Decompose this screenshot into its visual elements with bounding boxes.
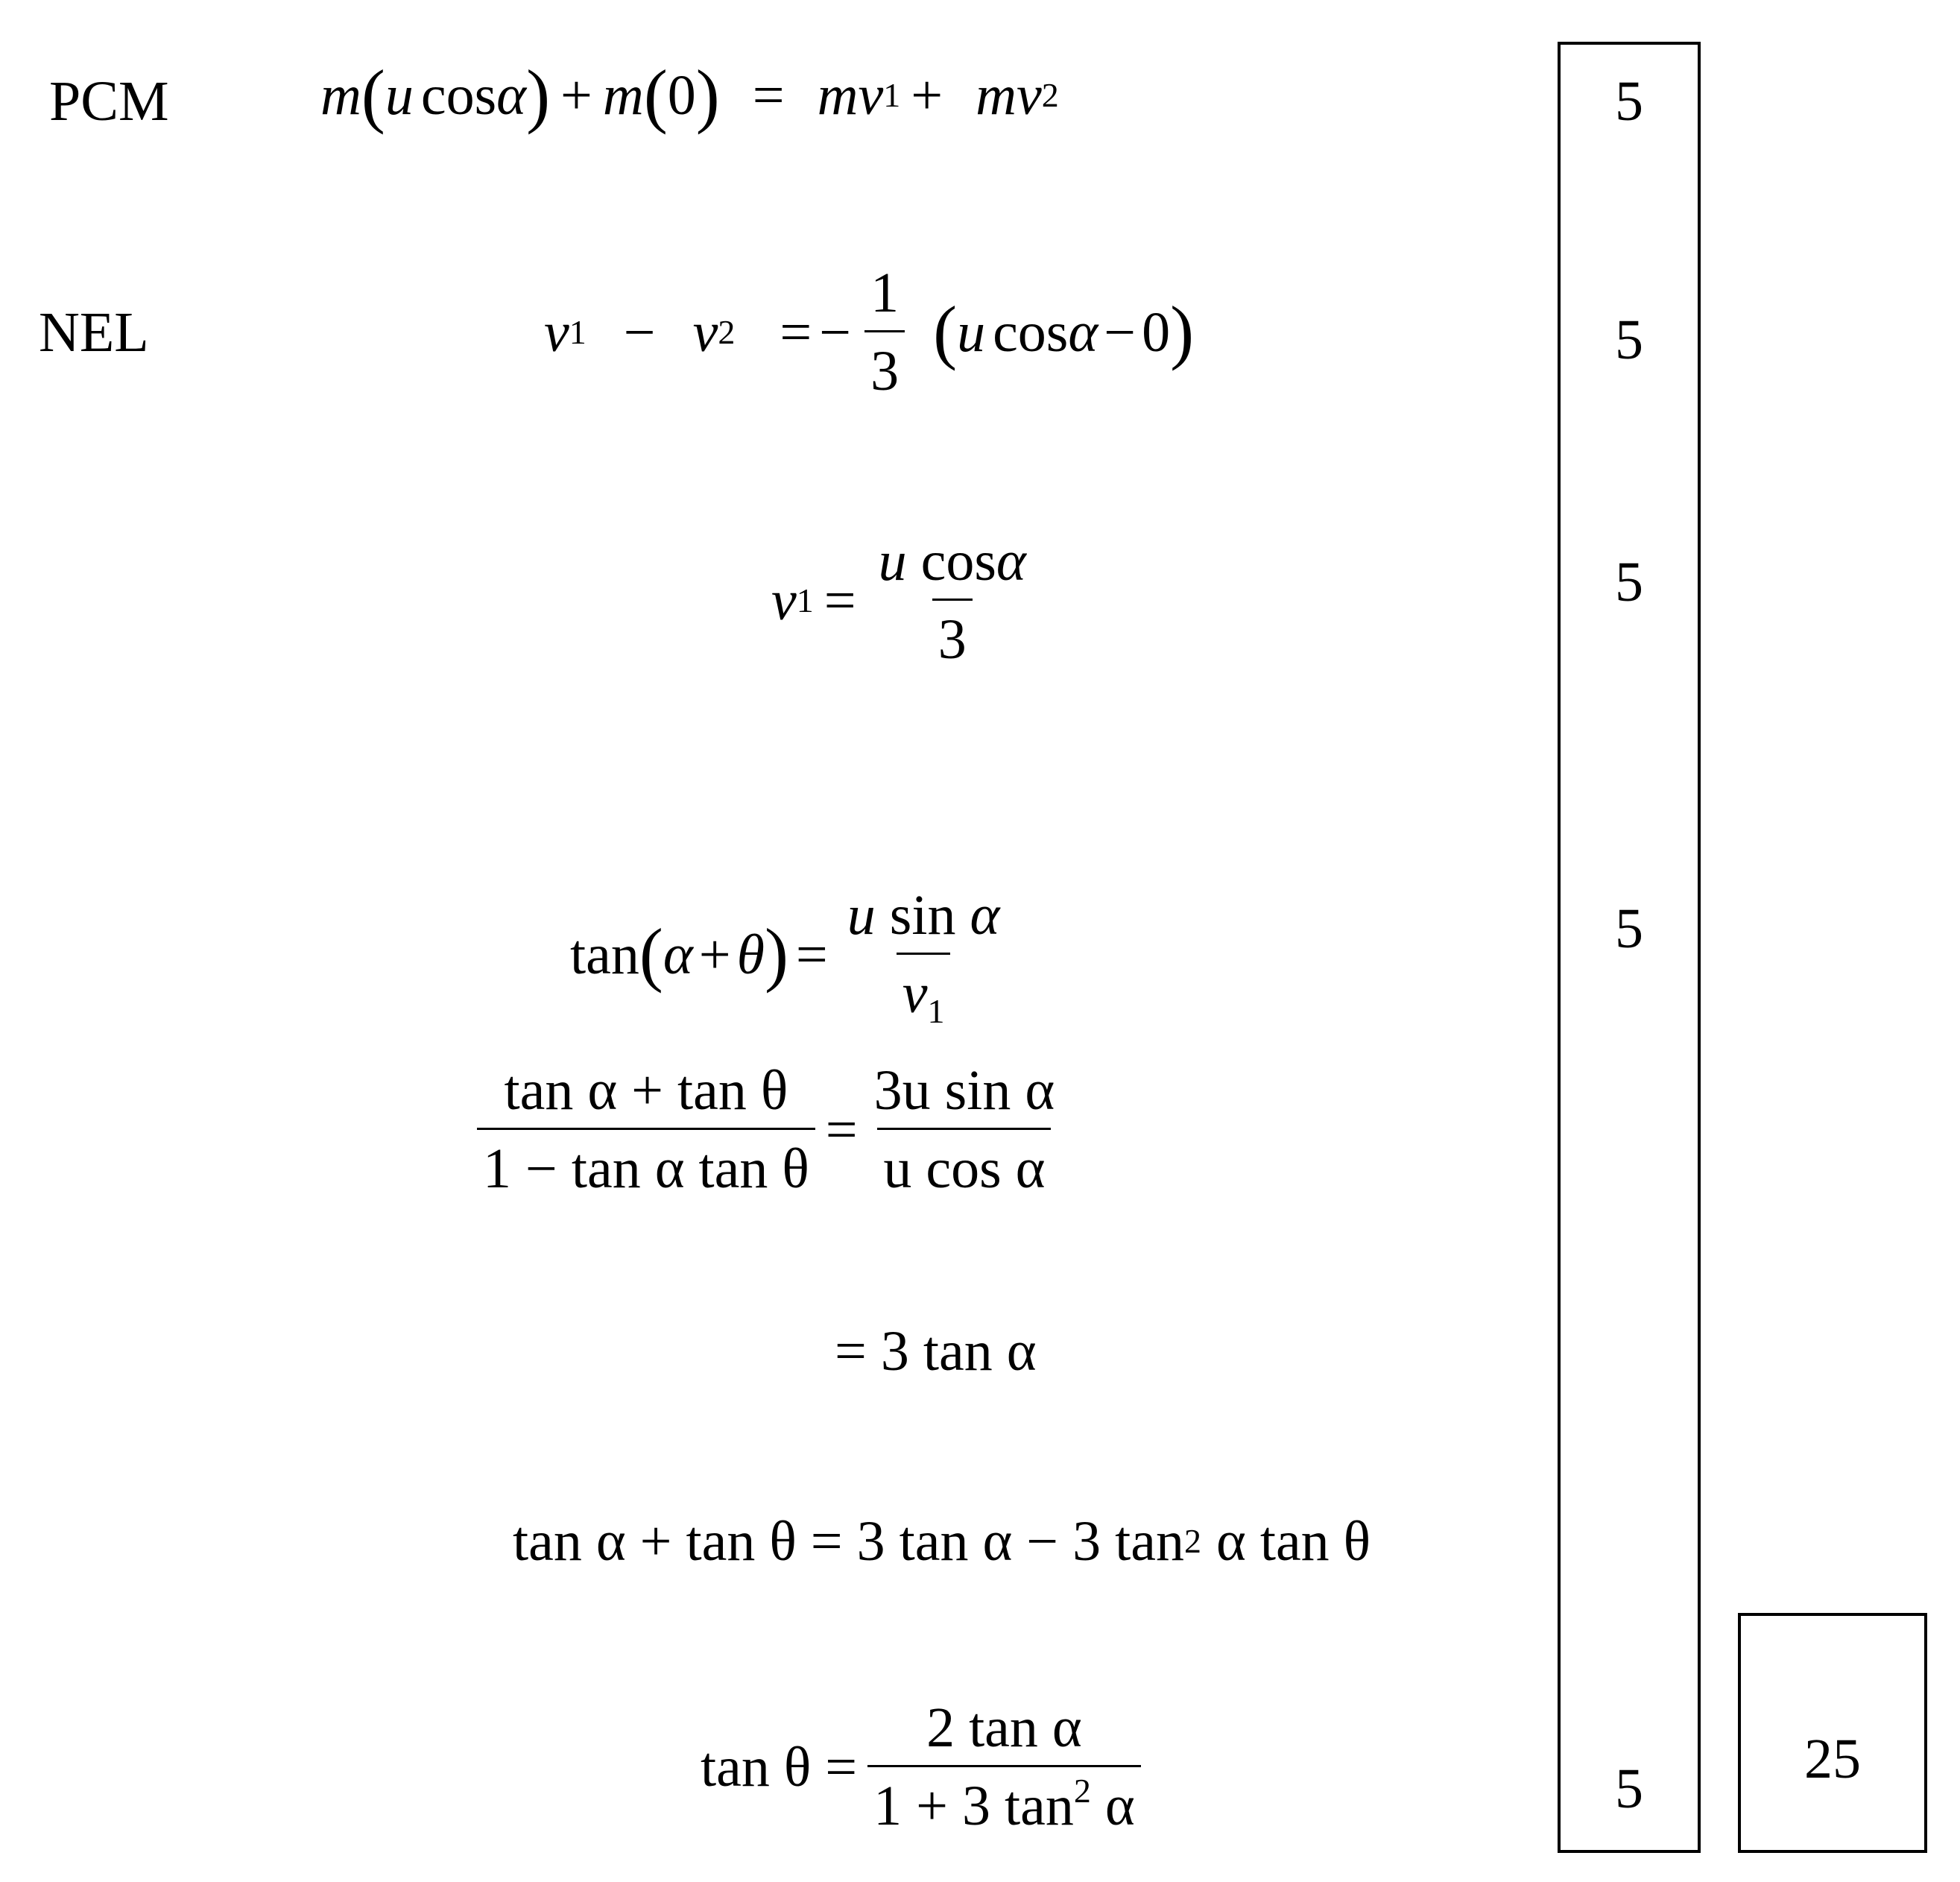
- pcm-label: PCM: [49, 70, 169, 133]
- fraction-final: 2 tan α 1 + 3 tan2 α: [867, 1699, 1141, 1834]
- equation-tan-theta: tan θ = 2 tan α 1 + 3 tan2 α: [701, 1699, 1147, 1834]
- mark-final: 5: [1615, 1758, 1643, 1820]
- marks-column-box: [1558, 42, 1701, 1853]
- fraction-ucos-over-3: u cosα 3: [878, 530, 1026, 671]
- equation-3tan: = 3 tan α: [835, 1320, 1037, 1383]
- equation-tan-sum: tan ( α + θ ) = u sin α v1: [570, 884, 1011, 1030]
- nel-label: NEL: [39, 301, 149, 364]
- fraction-3usin-over-ucos: 3u sin α u cos α: [873, 1059, 1055, 1200]
- mark-v1: 5: [1615, 551, 1643, 613]
- fraction-usin-over-v1: u sin α v1: [847, 884, 1000, 1030]
- fraction-one-third: 1 3: [864, 265, 905, 400]
- total-mark: 25: [1804, 1728, 1861, 1790]
- equation-tan-expansion: tan α + tan θ 1 − tan α tan θ = 3u sin α…: [471, 1062, 1066, 1197]
- mark-pcm: 5: [1615, 70, 1643, 133]
- total-box: [1738, 1613, 1927, 1853]
- mark-tan-sum: 5: [1615, 897, 1643, 960]
- fraction-tan-addition: tan α + tan θ 1 − tan α tan θ: [477, 1062, 815, 1197]
- mark-nel: 5: [1615, 309, 1643, 371]
